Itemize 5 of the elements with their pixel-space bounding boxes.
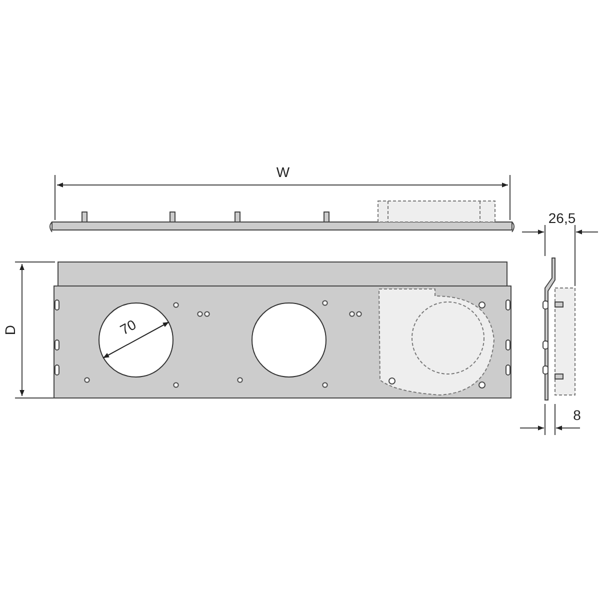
- dimension-label: D: [3, 324, 17, 336]
- dimension-label: 26,5: [548, 211, 576, 225]
- dimension-label: 8: [573, 408, 581, 422]
- dimension-label: 70: [118, 317, 138, 337]
- dimension-label: W: [276, 165, 290, 179]
